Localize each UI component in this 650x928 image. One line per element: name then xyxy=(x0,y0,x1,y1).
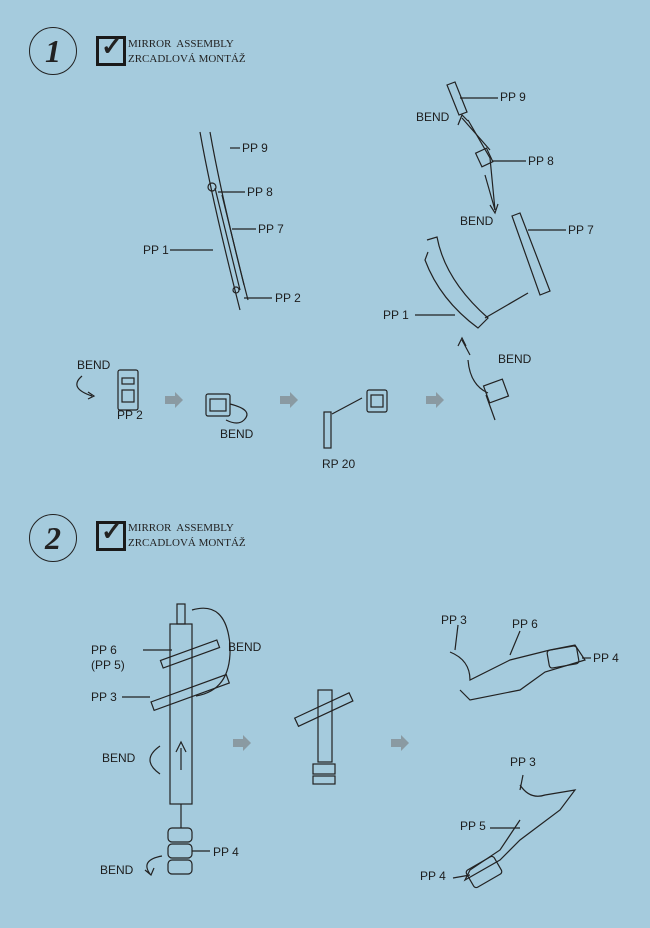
strap-fret-drawing xyxy=(122,603,231,876)
pp2-bend-sequence xyxy=(76,369,388,449)
label-bend: BEND xyxy=(460,214,494,228)
label-bend: BEND xyxy=(100,863,134,877)
strap-folded-drawing xyxy=(293,689,354,785)
checkbox-icon: ✓ xyxy=(96,31,126,66)
mirror-exploded-drawing xyxy=(415,81,566,421)
label-bend: BEND xyxy=(498,352,532,366)
label-pp1: PP 1 xyxy=(143,243,169,257)
checkbox-icon: ✓ xyxy=(96,516,126,551)
label-pp3: PP 3 xyxy=(441,613,467,627)
title-en: MIRROR ASSEMBLY xyxy=(128,38,234,50)
label-pp7: PP 7 xyxy=(258,222,284,236)
label-pp2: PP 2 xyxy=(117,408,143,422)
label-pp9: PP 9 xyxy=(242,141,268,155)
label-pp5: PP 5 xyxy=(460,819,486,833)
label-pp3: PP 3 xyxy=(510,755,536,769)
step2-title: MIRROR ASSEMBLY ZRCADLOVÁ MONTÁŽ xyxy=(128,521,246,551)
label-pp4: PP 4 xyxy=(213,845,239,859)
label-pp9: PP 9 xyxy=(500,90,526,104)
label-pp5: (PP 5) xyxy=(91,658,125,672)
label-pp4: PP 4 xyxy=(420,869,446,883)
gray-arrows xyxy=(165,392,444,751)
label-pp6: PP 6 xyxy=(91,643,117,657)
label-bend: BEND xyxy=(416,110,450,124)
label-bend: BEND xyxy=(77,358,111,372)
label-pp6: PP 6 xyxy=(512,617,538,631)
label-pp7: PP 7 xyxy=(568,223,594,237)
label-pp1: PP 1 xyxy=(383,308,409,322)
label-pp4: PP 4 xyxy=(593,651,619,665)
title-cz: ZRCADLOVÁ MONTÁŽ xyxy=(128,537,246,549)
mirror-assembled-drawing xyxy=(170,131,272,311)
label-bend: BEND xyxy=(228,640,262,654)
label-pp2: PP 2 xyxy=(275,291,301,305)
label-pp3: PP 3 xyxy=(91,690,117,704)
step-number-2: 2 xyxy=(29,514,77,562)
label-pp8: PP 8 xyxy=(528,154,554,168)
title-cz: ZRCADLOVÁ MONTÁŽ xyxy=(128,53,246,65)
title-en: MIRROR ASSEMBLY xyxy=(128,522,234,534)
strap-assembled-drawings xyxy=(449,624,591,889)
label-bend: BEND xyxy=(102,751,136,765)
step-number-1: 1 xyxy=(29,27,77,75)
label-rp20: RP 20 xyxy=(322,457,356,471)
step1-title: MIRROR ASSEMBLY ZRCADLOVÁ MONTÁŽ xyxy=(128,37,246,67)
label-pp8: PP 8 xyxy=(247,185,273,199)
label-bend: BEND xyxy=(220,427,254,441)
